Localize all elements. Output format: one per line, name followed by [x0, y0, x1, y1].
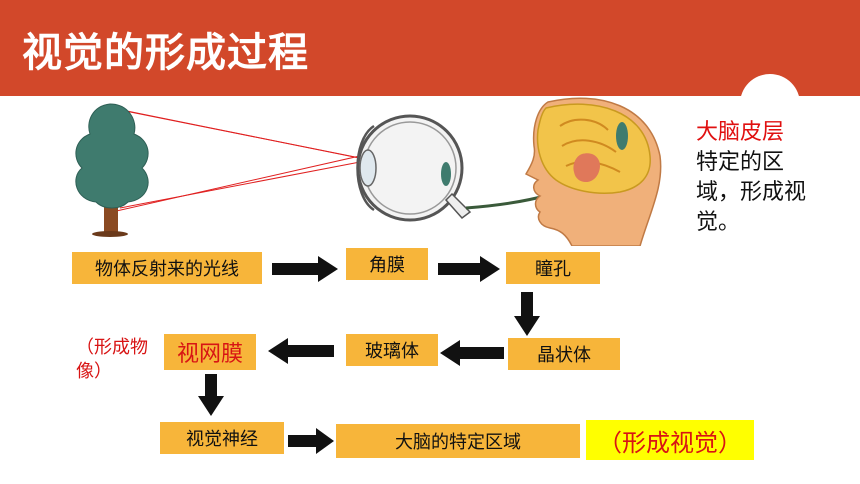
- vision-illustration: [75, 97, 662, 246]
- title-banner: [0, 0, 860, 96]
- head-icon: [524, 97, 662, 246]
- flow-step-vitreous: 玻璃体: [346, 334, 438, 366]
- flow-step-retina: 视网膜: [164, 334, 256, 370]
- flow-step-cornea: 角膜: [346, 248, 428, 280]
- result-label: （形成视觉）: [586, 420, 754, 460]
- brain-cortex-text: 特定的区域，形成视觉。: [696, 150, 807, 235]
- retina-caption: （形成物像）: [76, 337, 148, 382]
- arrow-right-icon: [272, 256, 338, 282]
- arrow-left-icon: [440, 340, 504, 366]
- flow-step-brain-area: 大脑的特定区域: [336, 424, 580, 458]
- flow-step-light: 物体反射来的光线: [72, 252, 262, 284]
- brain-cortex-note: 大脑皮层特定的区域，形成视觉。: [696, 118, 806, 238]
- tree-icon: [75, 103, 149, 237]
- arrow-right-icon: [288, 428, 334, 454]
- page-title: 视觉的形成过程: [22, 30, 309, 76]
- flow-step-optic-nerve: 视觉神经: [160, 422, 284, 454]
- arrow-left-icon: [268, 338, 334, 364]
- arrow-down-icon: [198, 374, 224, 416]
- arrow-right-icon: [438, 256, 500, 282]
- banner-notch: [740, 74, 800, 114]
- flow-step-lens: 晶状体: [508, 338, 620, 370]
- flow-step-pupil: 瞳孔: [506, 252, 600, 284]
- arrow-down-icon: [514, 292, 540, 336]
- eye-icon: [356, 114, 472, 222]
- brain-cortex-highlight: 大脑皮层: [696, 120, 785, 145]
